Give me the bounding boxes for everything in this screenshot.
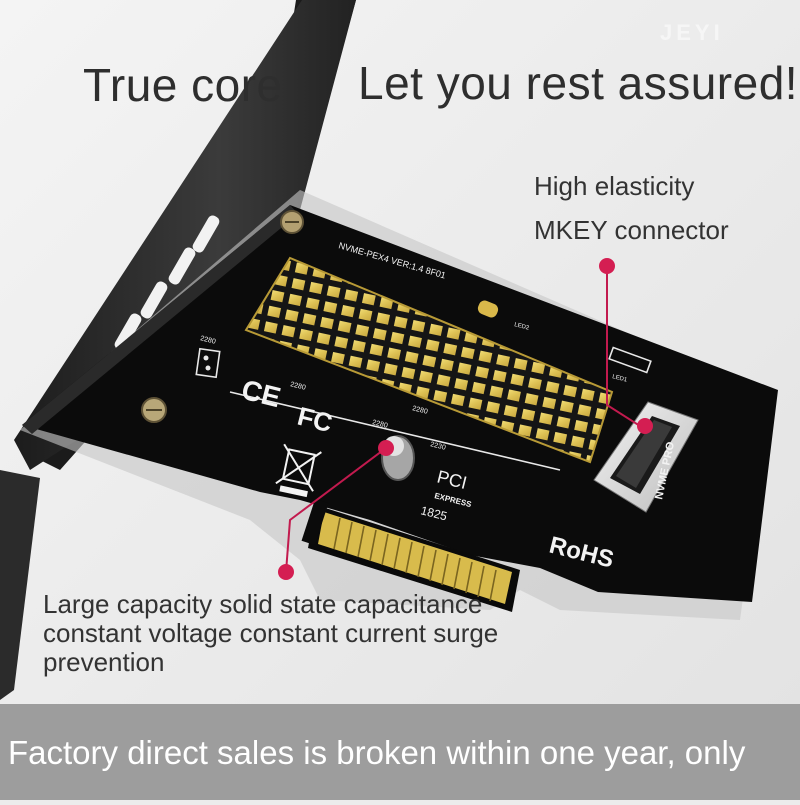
size-2230: 2230	[430, 441, 447, 452]
m2-mkey-connector	[593, 401, 699, 513]
size-2280-c: 2280	[412, 405, 429, 416]
pcie-gold-fingers	[301, 498, 520, 612]
capacitor-callout-line-2: constant voltage constant current surge	[43, 618, 499, 648]
connector-callout-line-2: MKEY connector	[534, 215, 729, 245]
mounting-screws	[141, 210, 304, 423]
pcb-board	[22, 205, 778, 602]
weee-recycle-bin-icon	[275, 443, 322, 498]
bottom-banner: Factory direct sales is broken within on…	[0, 704, 800, 800]
size-2280-d: 2280	[372, 419, 389, 430]
capacitor-callout: Large capacity solid state capacitance c…	[43, 590, 603, 677]
led1-label: LED1	[612, 374, 629, 384]
headline-left: True core	[83, 59, 283, 111]
capacitor-callout-line-1: Large capacity solid state capacitance	[43, 589, 483, 619]
connector-callout: High elasticity MKEY connector	[534, 164, 729, 252]
size-2280-a: 2280	[200, 335, 217, 346]
banner-text: Factory direct sales is broken within on…	[8, 734, 746, 771]
led2-label: LED2	[514, 322, 531, 332]
connector-callout-line-1: High elasticity	[534, 171, 695, 201]
headline-right: Let you rest assured!	[358, 57, 799, 109]
date-code: 1825	[419, 503, 449, 523]
size-2280-b: 2280	[290, 381, 307, 392]
board-details	[195, 346, 652, 471]
capacitor-callout-line-3: prevention	[43, 647, 165, 677]
heatsink-pad	[244, 256, 614, 464]
bracket-vents	[114, 215, 220, 351]
brand-logo: JEYI	[660, 20, 724, 45]
callout-lines	[278, 258, 653, 580]
board-dots	[203, 355, 211, 371]
